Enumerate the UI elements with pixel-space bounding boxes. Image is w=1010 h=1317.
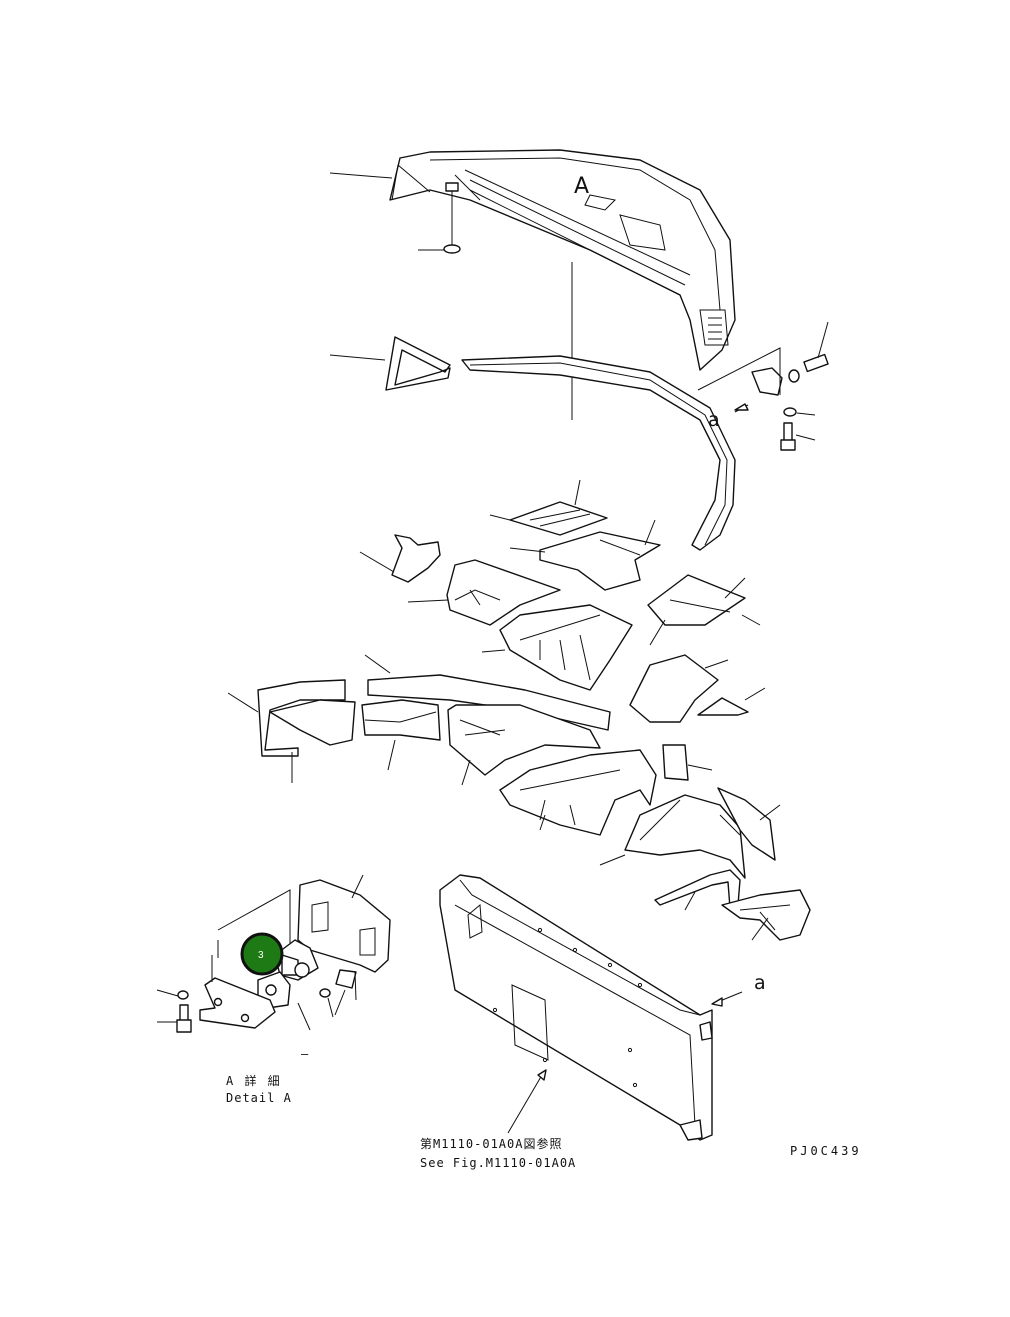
drawing-code: PJ0C439 (790, 1144, 862, 1158)
side-panel-left (227, 679, 356, 783)
side-panel-centre (447, 704, 601, 786)
insulation-pad-2 (509, 519, 661, 591)
view-a-label: A (574, 174, 589, 199)
ref-a-label: a (754, 972, 766, 994)
insulation-pad-4 (407, 559, 561, 626)
small-square-pad (662, 744, 713, 781)
detail-en-label: Detail A (226, 1091, 292, 1105)
dash-frame (439, 874, 743, 1141)
side-panel-right (499, 749, 657, 836)
bolt-bottom (780, 422, 816, 451)
rear-curved-panel (599, 787, 781, 879)
callout-badge[interactable]: 3 (240, 932, 284, 976)
insulation-pad-8 (697, 687, 766, 716)
insulation-pad-1 (489, 479, 608, 536)
detail-a (156, 874, 391, 1033)
view-arrow-label: a (708, 409, 720, 431)
insulation-pad-6 (647, 574, 761, 646)
seal-strip-main (461, 355, 736, 551)
hinge-bracket (697, 347, 783, 413)
insulation-pad-7 (629, 654, 729, 723)
washer-icon (783, 407, 797, 417)
bolt-top (788, 321, 829, 383)
corner-pad (721, 889, 811, 941)
insulation-pad-3 (359, 534, 441, 583)
seal-strip-left (385, 336, 451, 391)
see-fig-jp: 第M1110-01A0A図参照 (420, 1136, 562, 1151)
see-fig-en: See Fig.M1110-01A0A (420, 1156, 576, 1170)
detail-jp-label: A 詳 細 (226, 1073, 282, 1088)
dash-mark: – (301, 1047, 309, 1061)
roof-cover (389, 149, 736, 371)
callout-number: 3 (258, 950, 264, 961)
insulation-pad-5 (481, 604, 633, 691)
